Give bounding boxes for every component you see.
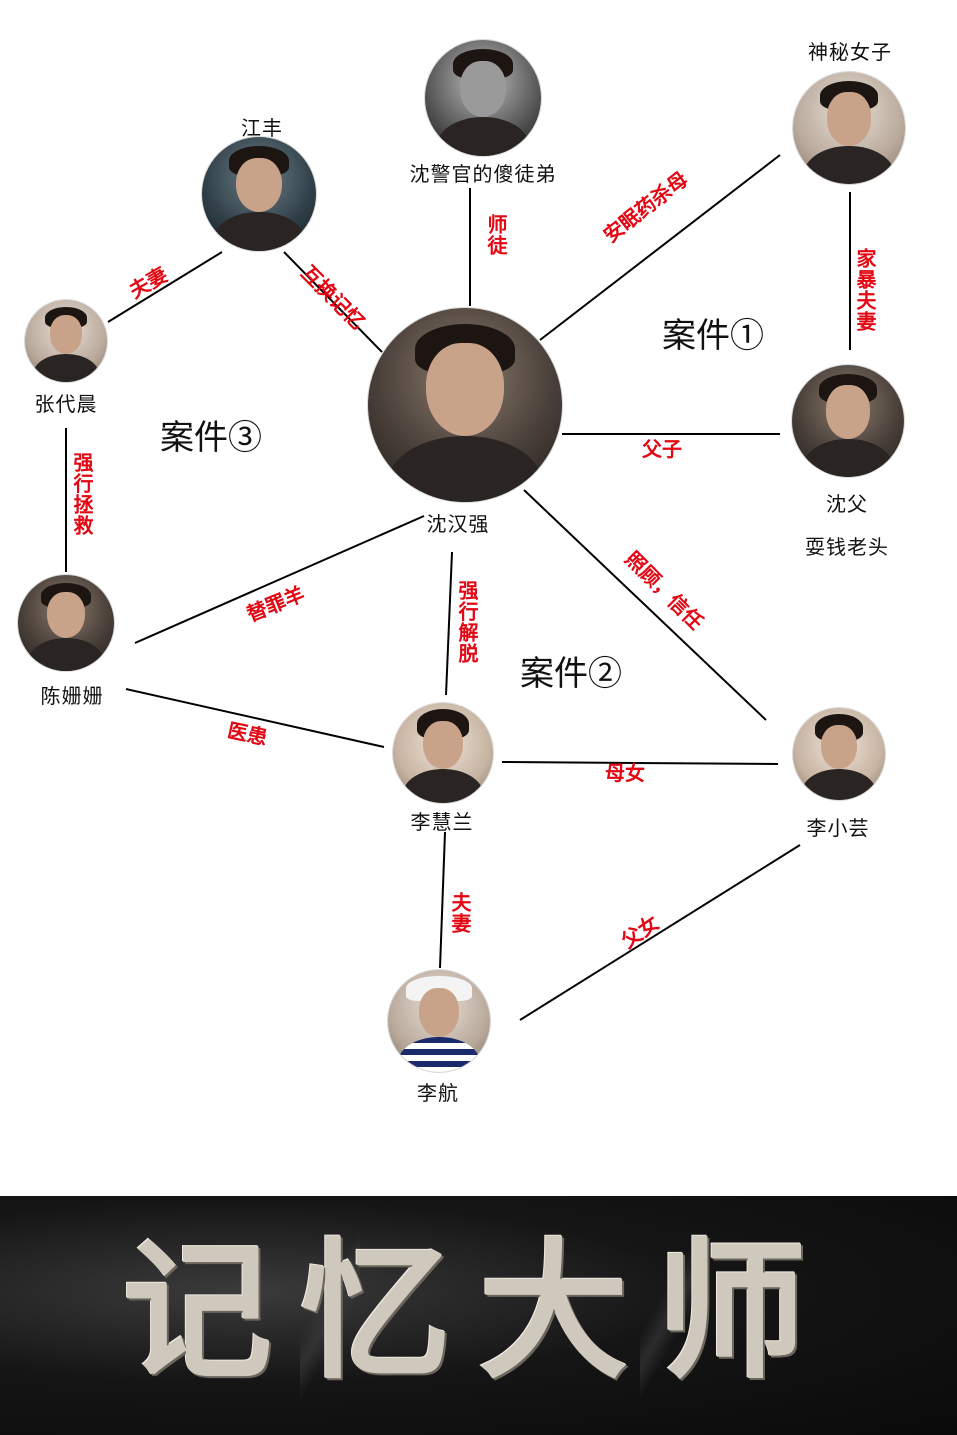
rel-shitu: 师徒: [484, 214, 508, 256]
case-1-label: 案件①: [662, 316, 764, 356]
rel-forced-rescue: 强行拯救: [70, 452, 94, 536]
line-chen-huilan: [125, 688, 385, 748]
relationship-lines: [65, 154, 851, 1021]
rel-forced-release: 强行解脱: [455, 580, 479, 664]
line-shen-mystery: [539, 154, 781, 341]
line-shen-huilan: [445, 551, 453, 696]
line-lihang-xiaoyun: [519, 844, 801, 1021]
line-huilan-lihang: [439, 831, 446, 969]
case-2-label: 案件②: [520, 654, 622, 694]
name-shen-hanqiang: 沈汉强: [426, 512, 490, 536]
rel-mother-daughter: 母女: [605, 761, 645, 785]
title-banner: 记忆大师: [0, 1196, 957, 1435]
name-shen-father-desc: 耍钱老头: [805, 535, 889, 559]
line-shen-chen: [134, 515, 425, 644]
avatar-mystery-woman: [793, 72, 905, 184]
avatar-li-hang: [388, 970, 490, 1072]
rel-domestic-violence: 家暴夫妻: [853, 248, 877, 332]
name-apprentice: 沈警官的傻徒弟: [409, 162, 557, 186]
avatar-li-huilan: [393, 703, 493, 803]
rel-father-son: 父子: [642, 437, 682, 461]
rel-couple-li: 夫妻: [448, 892, 472, 934]
avatar-shen-hanqiang: [368, 308, 562, 502]
line-shen-xiaoyun: [523, 489, 767, 721]
name-mystery-woman: 神秘女子: [808, 40, 892, 64]
name-shen-father: 沈父: [826, 492, 868, 516]
name-li-xiaoyun: 李小芸: [806, 816, 870, 840]
line-huilan-xiaoyun: [501, 761, 779, 765]
name-jiang-feng: 江丰: [241, 116, 283, 140]
avatar-li-xiaoyun: [793, 708, 885, 800]
line-shen-jiangfeng: [283, 251, 383, 353]
case-3-label: 案件③: [160, 418, 262, 458]
name-zhang-daichen: 张代晨: [34, 392, 98, 416]
avatar-zhang-daichen: [25, 300, 107, 382]
name-li-hang: 李航: [417, 1081, 459, 1105]
avatar-chen-shanshan: [18, 575, 114, 671]
name-chen-shanshan: 陈姗姗: [40, 684, 104, 708]
banner-title: 记忆大师: [122, 1226, 835, 1400]
avatar-jiang-feng: [202, 137, 316, 251]
avatar-apprentice: [425, 40, 541, 156]
avatar-shen-father: [792, 365, 904, 477]
line-jiangfeng-zhang: [107, 251, 223, 323]
name-li-huilan: 李慧兰: [410, 810, 474, 834]
